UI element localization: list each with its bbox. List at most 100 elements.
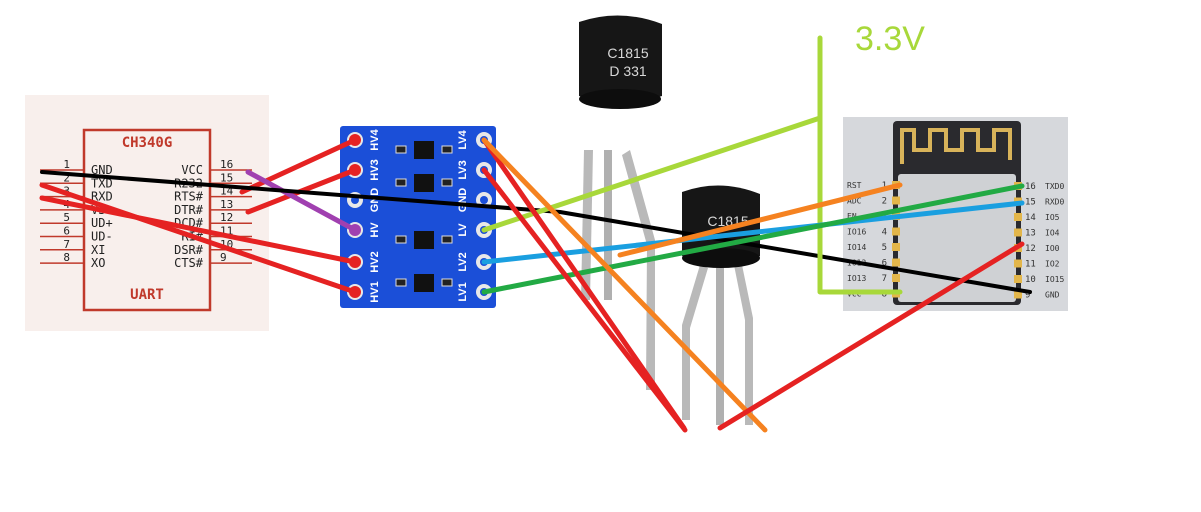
level-shifter-lv-label: LV2 — [457, 252, 469, 271]
esp-pin-name: IO16 — [847, 228, 866, 237]
ch340g-pin-number: 6 — [63, 225, 70, 238]
transistor-top-leg-right — [622, 150, 655, 390]
esp-pin-number: 5 — [882, 243, 887, 253]
esp-pin-number: 11 — [1025, 260, 1036, 270]
ch340g-pin-name: RXD — [91, 190, 113, 204]
esp-pin-name: IO4 — [1045, 229, 1060, 238]
esp-pin-number: 2 — [882, 197, 887, 207]
ch340g-pin-name: DTR# — [174, 203, 204, 217]
level-shifter-components — [395, 141, 453, 292]
level-shifter-lv-label: LV1 — [457, 282, 469, 301]
wire-endpoint — [349, 256, 361, 268]
esp-pin-name: RXD0 — [1045, 198, 1064, 207]
wire-endpoints — [349, 134, 361, 298]
transistor-top-marking-1: C1815 — [607, 45, 648, 61]
level-shifter-left-labels: HV1 HV2 HV GND HV3 HV4 — [369, 128, 381, 302]
level-shifter-hv-label: HV2 — [369, 251, 381, 272]
esp-pad — [1014, 259, 1022, 268]
esp-pin-number: 1 — [882, 181, 887, 191]
wire-green-tx — [481, 183, 1025, 295]
esp-antenna — [900, 128, 1012, 164]
wire-lime-vertical — [817, 35, 903, 295]
wire-red-lv4 — [481, 137, 687, 431]
ch340g-pin-name: UD+ — [91, 216, 113, 230]
transistor-top-base — [579, 89, 661, 109]
esp-pad — [892, 196, 900, 205]
esp-pin-name: EN — [847, 212, 857, 221]
esp-pin-name: IO15 — [1045, 275, 1064, 284]
resistor — [395, 178, 407, 187]
esp-pin-number: 10 — [1025, 275, 1036, 285]
esp-pin-number: 15 — [1025, 198, 1036, 208]
esp-pad — [892, 274, 900, 282]
wires — [39, 35, 1032, 433]
level-shifter-hv-label: HV3 — [369, 159, 381, 180]
transistor-top-leg-left — [581, 150, 593, 300]
ch340g-pin-number: 9 — [220, 251, 227, 264]
wire-red-lv3 — [481, 167, 688, 433]
esp-pin-name: GND — [1045, 291, 1060, 300]
ch340g-footer: UART — [130, 287, 164, 303]
esp-pin-number: 12 — [1025, 244, 1036, 254]
level-shifter-pad-hole — [480, 196, 488, 204]
level-shifter-lv-label: LV3 — [457, 160, 469, 179]
level-shifter-hv-label: HV1 — [369, 281, 381, 302]
esp-pin-number: 7 — [882, 274, 887, 284]
transistor-bottom-leg-mid — [716, 265, 724, 425]
esp-pad — [1014, 275, 1022, 283]
esp-pin-number: 13 — [1025, 229, 1036, 239]
wire-blue-rx — [481, 200, 1025, 265]
esp-pad — [892, 243, 900, 251]
resistor — [441, 235, 453, 244]
ch340g-background — [25, 95, 269, 331]
ch340g-title: CH340G — [122, 135, 173, 151]
ch340g-pin-number: 13 — [220, 198, 233, 211]
resistor — [395, 235, 407, 244]
esp-pin-name: IO5 — [1045, 213, 1060, 222]
wire-black-gnd — [40, 170, 1032, 294]
ch340g-pin-name: CTS# — [174, 256, 204, 270]
level-shifter-hv-label: HV — [369, 222, 381, 238]
esp-pad — [892, 258, 900, 267]
wire-orange-lv4 — [481, 137, 768, 433]
wire-endpoint — [349, 286, 361, 298]
ch340g-pin-number: 16 — [220, 158, 233, 171]
ch340g-pin-number: 1 — [63, 158, 70, 171]
esp-pin-number: 14 — [1025, 213, 1036, 223]
ch340g-pin-name: TXD — [91, 176, 113, 190]
esp-pin-name: IO0 — [1045, 244, 1060, 253]
esp-pin-name: IO14 — [847, 243, 866, 252]
transistor-top-leg-mid — [604, 150, 612, 300]
ch340g-pin-name: DSR# — [174, 243, 204, 257]
transistor-bottom-base — [682, 248, 760, 268]
wire-red-ch-txd — [39, 182, 358, 295]
ch340g-pin-name: UD- — [91, 230, 113, 244]
esp-pin-name: IO13 — [847, 274, 866, 283]
esp-pin-name: IO2 — [1045, 260, 1060, 269]
esp-pin-number: 4 — [882, 228, 887, 238]
level-shifter-lv-label: LV — [457, 223, 469, 237]
ch340g-pin-number: 5 — [63, 211, 70, 224]
resistor — [395, 278, 407, 287]
esp-pad — [1014, 213, 1022, 221]
ch340g-pin-name: XI — [91, 243, 105, 257]
level-shifter-hv-label: GND — [369, 188, 381, 213]
esp-pin-number: 6 — [882, 259, 887, 269]
wire-orange-rst — [617, 182, 903, 258]
level-shifter-lv-label: GND — [457, 188, 469, 213]
ch340g-pin-name: VCC — [181, 163, 203, 177]
esp-pad — [892, 227, 900, 236]
wire-lime-3v3 — [481, 115, 823, 233]
ch340g-pin-number: 2 — [63, 171, 70, 184]
esp-pad — [1014, 228, 1022, 237]
wire-red-ch-rts — [239, 137, 358, 195]
level-shifter-hv-label: HV4 — [369, 128, 381, 150]
esp-pin-number: 16 — [1025, 182, 1036, 192]
wire-endpoint — [349, 224, 361, 236]
transistor-bottom-leg-left — [682, 265, 708, 420]
resistor — [441, 145, 453, 154]
mosfet-chip — [414, 231, 434, 249]
